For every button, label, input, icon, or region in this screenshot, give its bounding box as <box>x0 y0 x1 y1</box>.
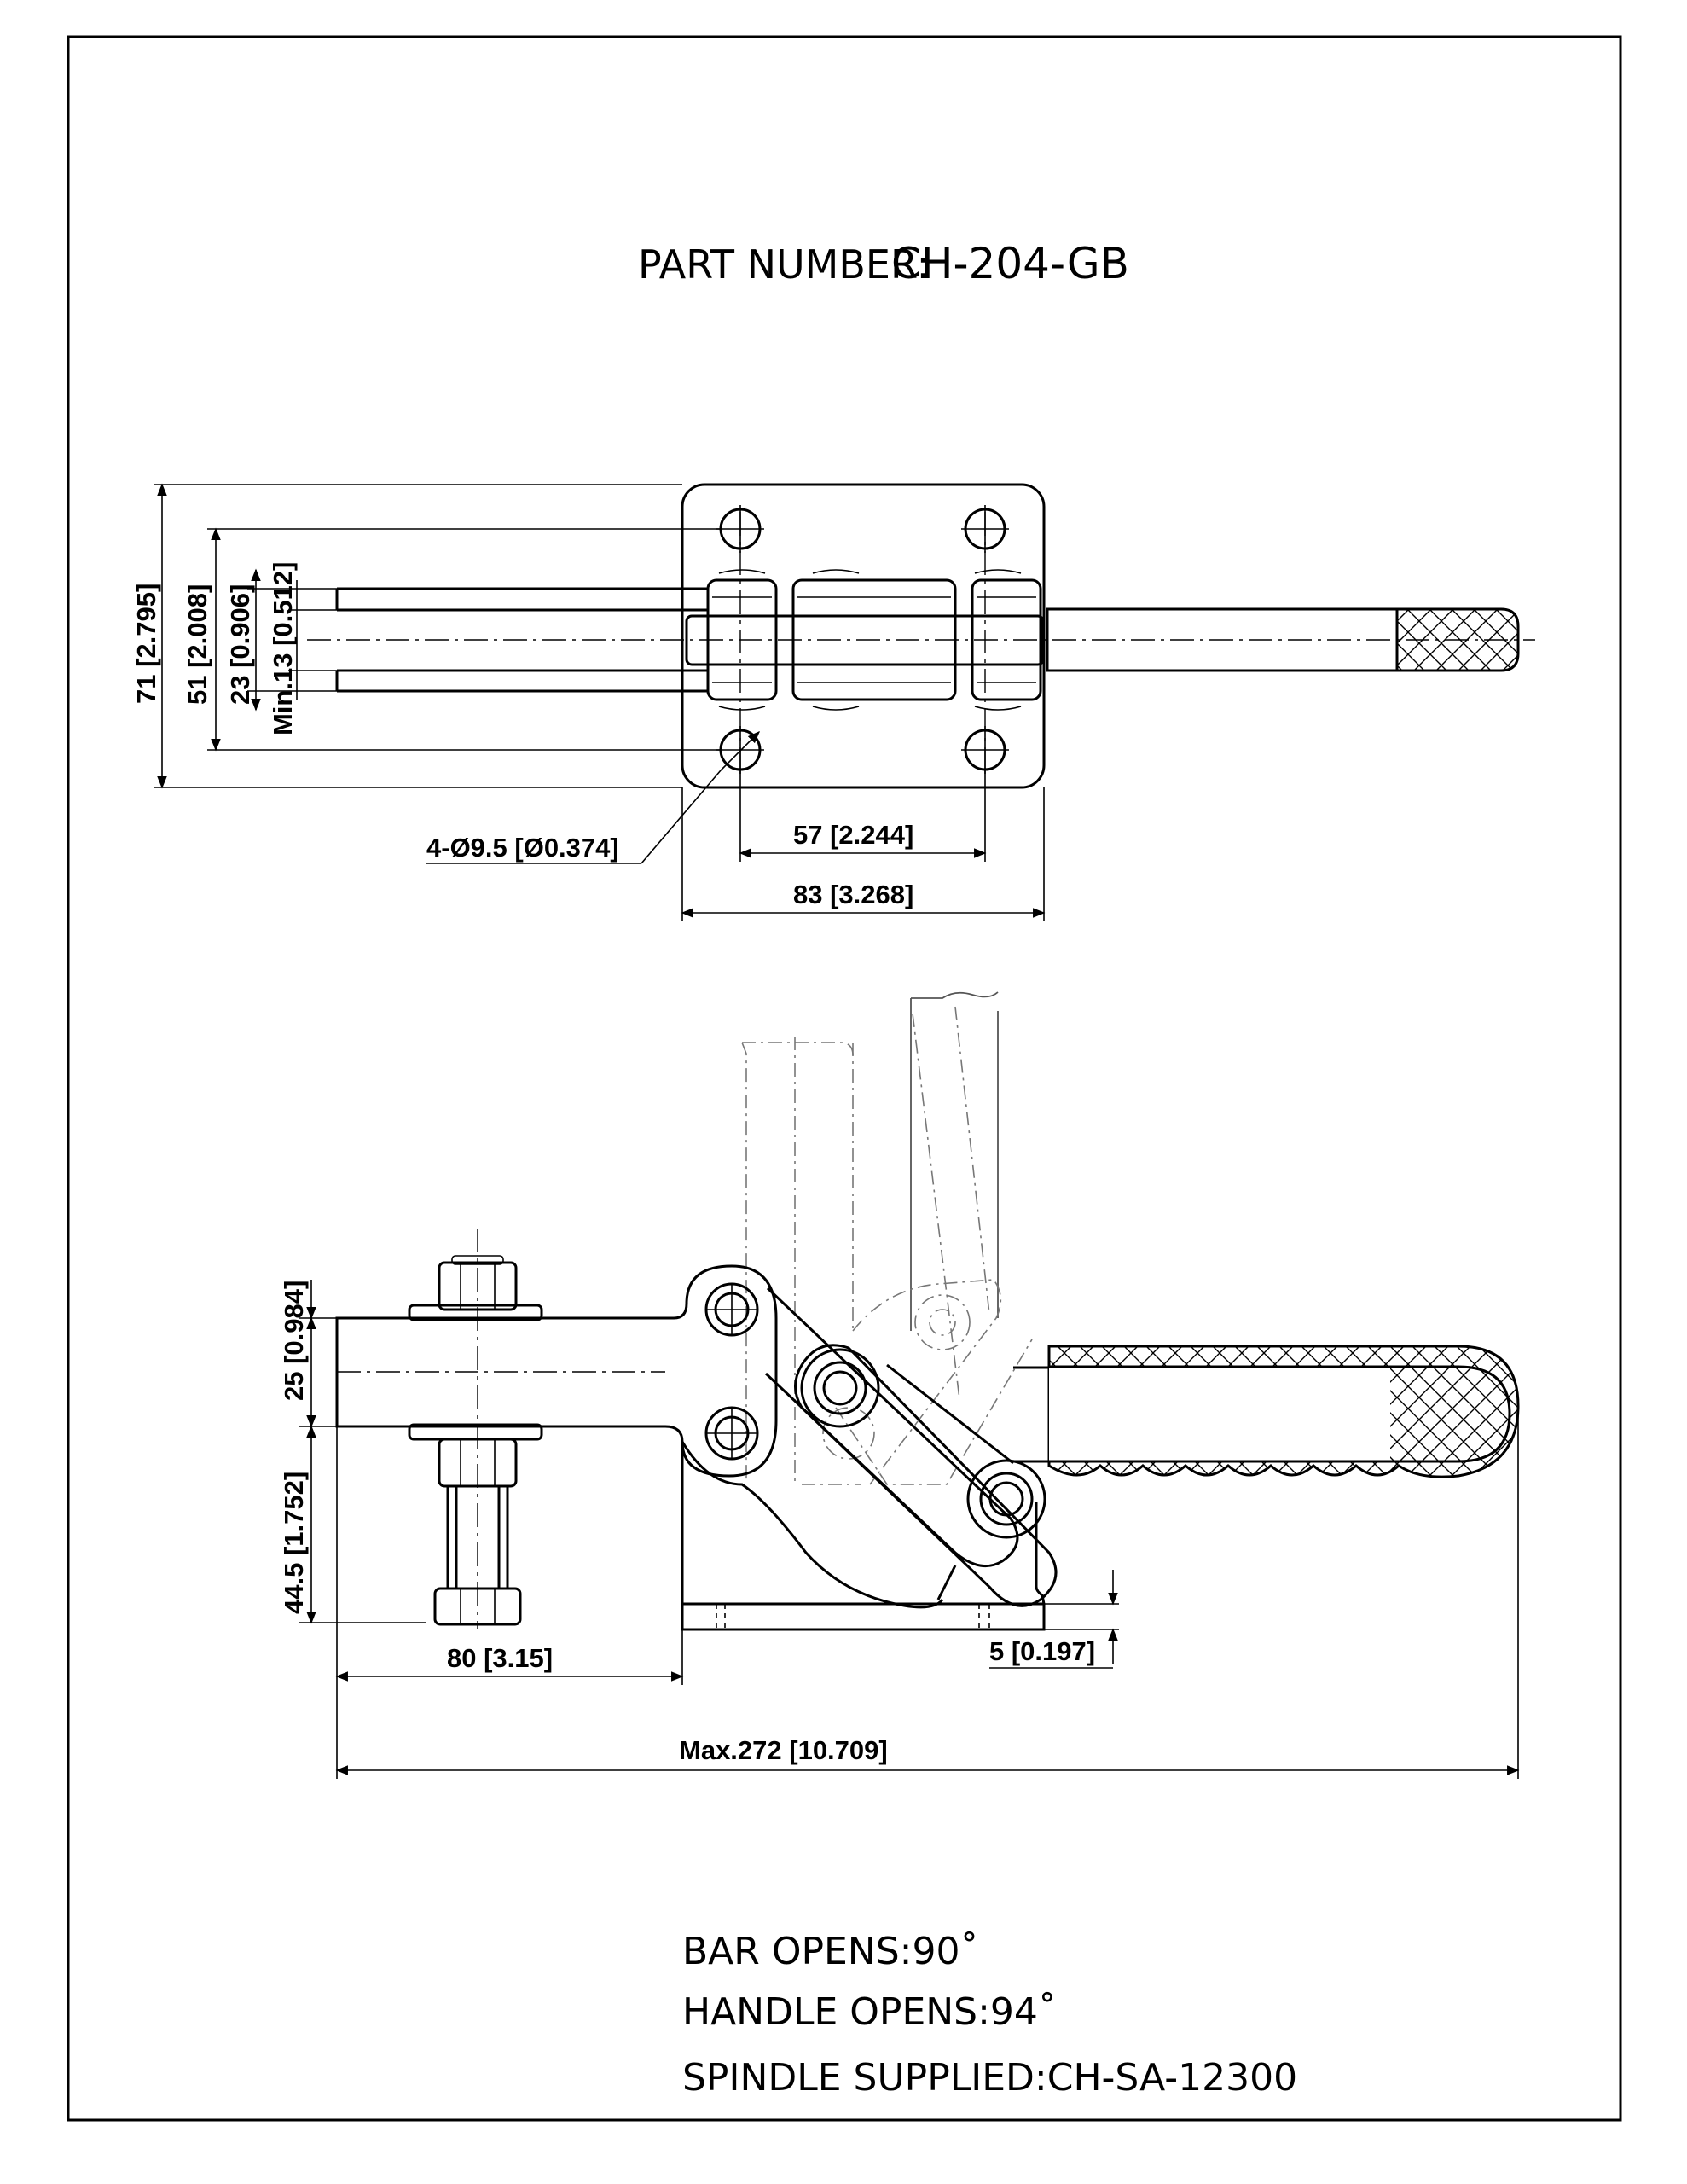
dim-hole-spacing-vertical: 51 [2.008] <box>183 584 212 705</box>
drawing-frame <box>67 35 1622 2122</box>
upper-washer <box>408 1304 543 1321</box>
upper-nut <box>438 1261 518 1311</box>
note-spindle-supplied: SPINDLE SUPPLIED:CH-SA-12300 <box>682 2056 1297 2100</box>
open-position-ghost <box>741 991 1033 1485</box>
notes-block: BAR OPENS:90˚ HANDLE OPENS:94˚ SPINDLE S… <box>682 1930 1297 2100</box>
part-number-label: PART NUMBER: <box>638 241 930 288</box>
top-view: 71 [2.795] 51 [2.008] 23 [0.906] Min.13 … <box>131 483 1535 921</box>
handle-lever <box>794 1344 1058 1607</box>
dim-bar-width: 23 [0.906] <box>225 584 255 705</box>
dim-bar-height: 25 [0.984] <box>279 1281 309 1401</box>
note-bar-opens: BAR OPENS:90˚ <box>682 1930 978 1973</box>
dim-min-gap: Min.13 [0.512] <box>268 562 298 735</box>
top-view-left-dimensions: 71 [2.795] 51 [2.008] 23 [0.906] Min.13 … <box>131 483 721 789</box>
pivot-bracket <box>971 578 1042 701</box>
title-block: PART NUMBER: CH-204-GB <box>638 239 1129 288</box>
lower-nut <box>438 1438 518 1488</box>
clamp-base <box>681 1441 1046 1631</box>
spindle <box>408 1228 543 1629</box>
dim-base-width: 83 [3.268] <box>793 880 913 909</box>
dim-base-thickness: 5 [0.197] <box>989 1636 1095 1666</box>
hole-callout: 4-Ø9.5 [Ø0.374] <box>426 730 761 864</box>
clamp-bar-fork <box>335 587 708 693</box>
dim-reach: 80 [3.15] <box>447 1643 553 1673</box>
dim-holes: 4-Ø9.5 [Ø0.374] <box>426 833 619 863</box>
handle-assembly <box>794 1344 1520 1607</box>
dim-max-length: Max.272 [10.709] <box>679 1735 888 1765</box>
part-number-value: CH-204-GB <box>891 239 1129 288</box>
side-view-dimensions: 25 [0.984] 44.5 [1.752] 80 [3.15] 5 [0.1… <box>279 1280 1520 1779</box>
side-view: 25 [0.984] 44.5 [1.752] 80 [3.15] 5 [0.1… <box>279 991 1520 1779</box>
base-plate-outline <box>681 483 1046 789</box>
spindle-tip <box>433 1587 522 1626</box>
top-view-bottom-dimensions: 57 [2.244] 83 [3.268] <box>681 768 1046 921</box>
dim-hole-spacing-horizontal: 57 [2.244] <box>793 820 913 850</box>
note-handle-opens: HANDLE OPENS:94˚ <box>682 1990 1057 2034</box>
dim-height-total: 71 [2.795] <box>131 584 161 704</box>
link-arm <box>764 1287 1019 1568</box>
dim-bar-to-base: 44.5 [1.752] <box>279 1472 309 1614</box>
